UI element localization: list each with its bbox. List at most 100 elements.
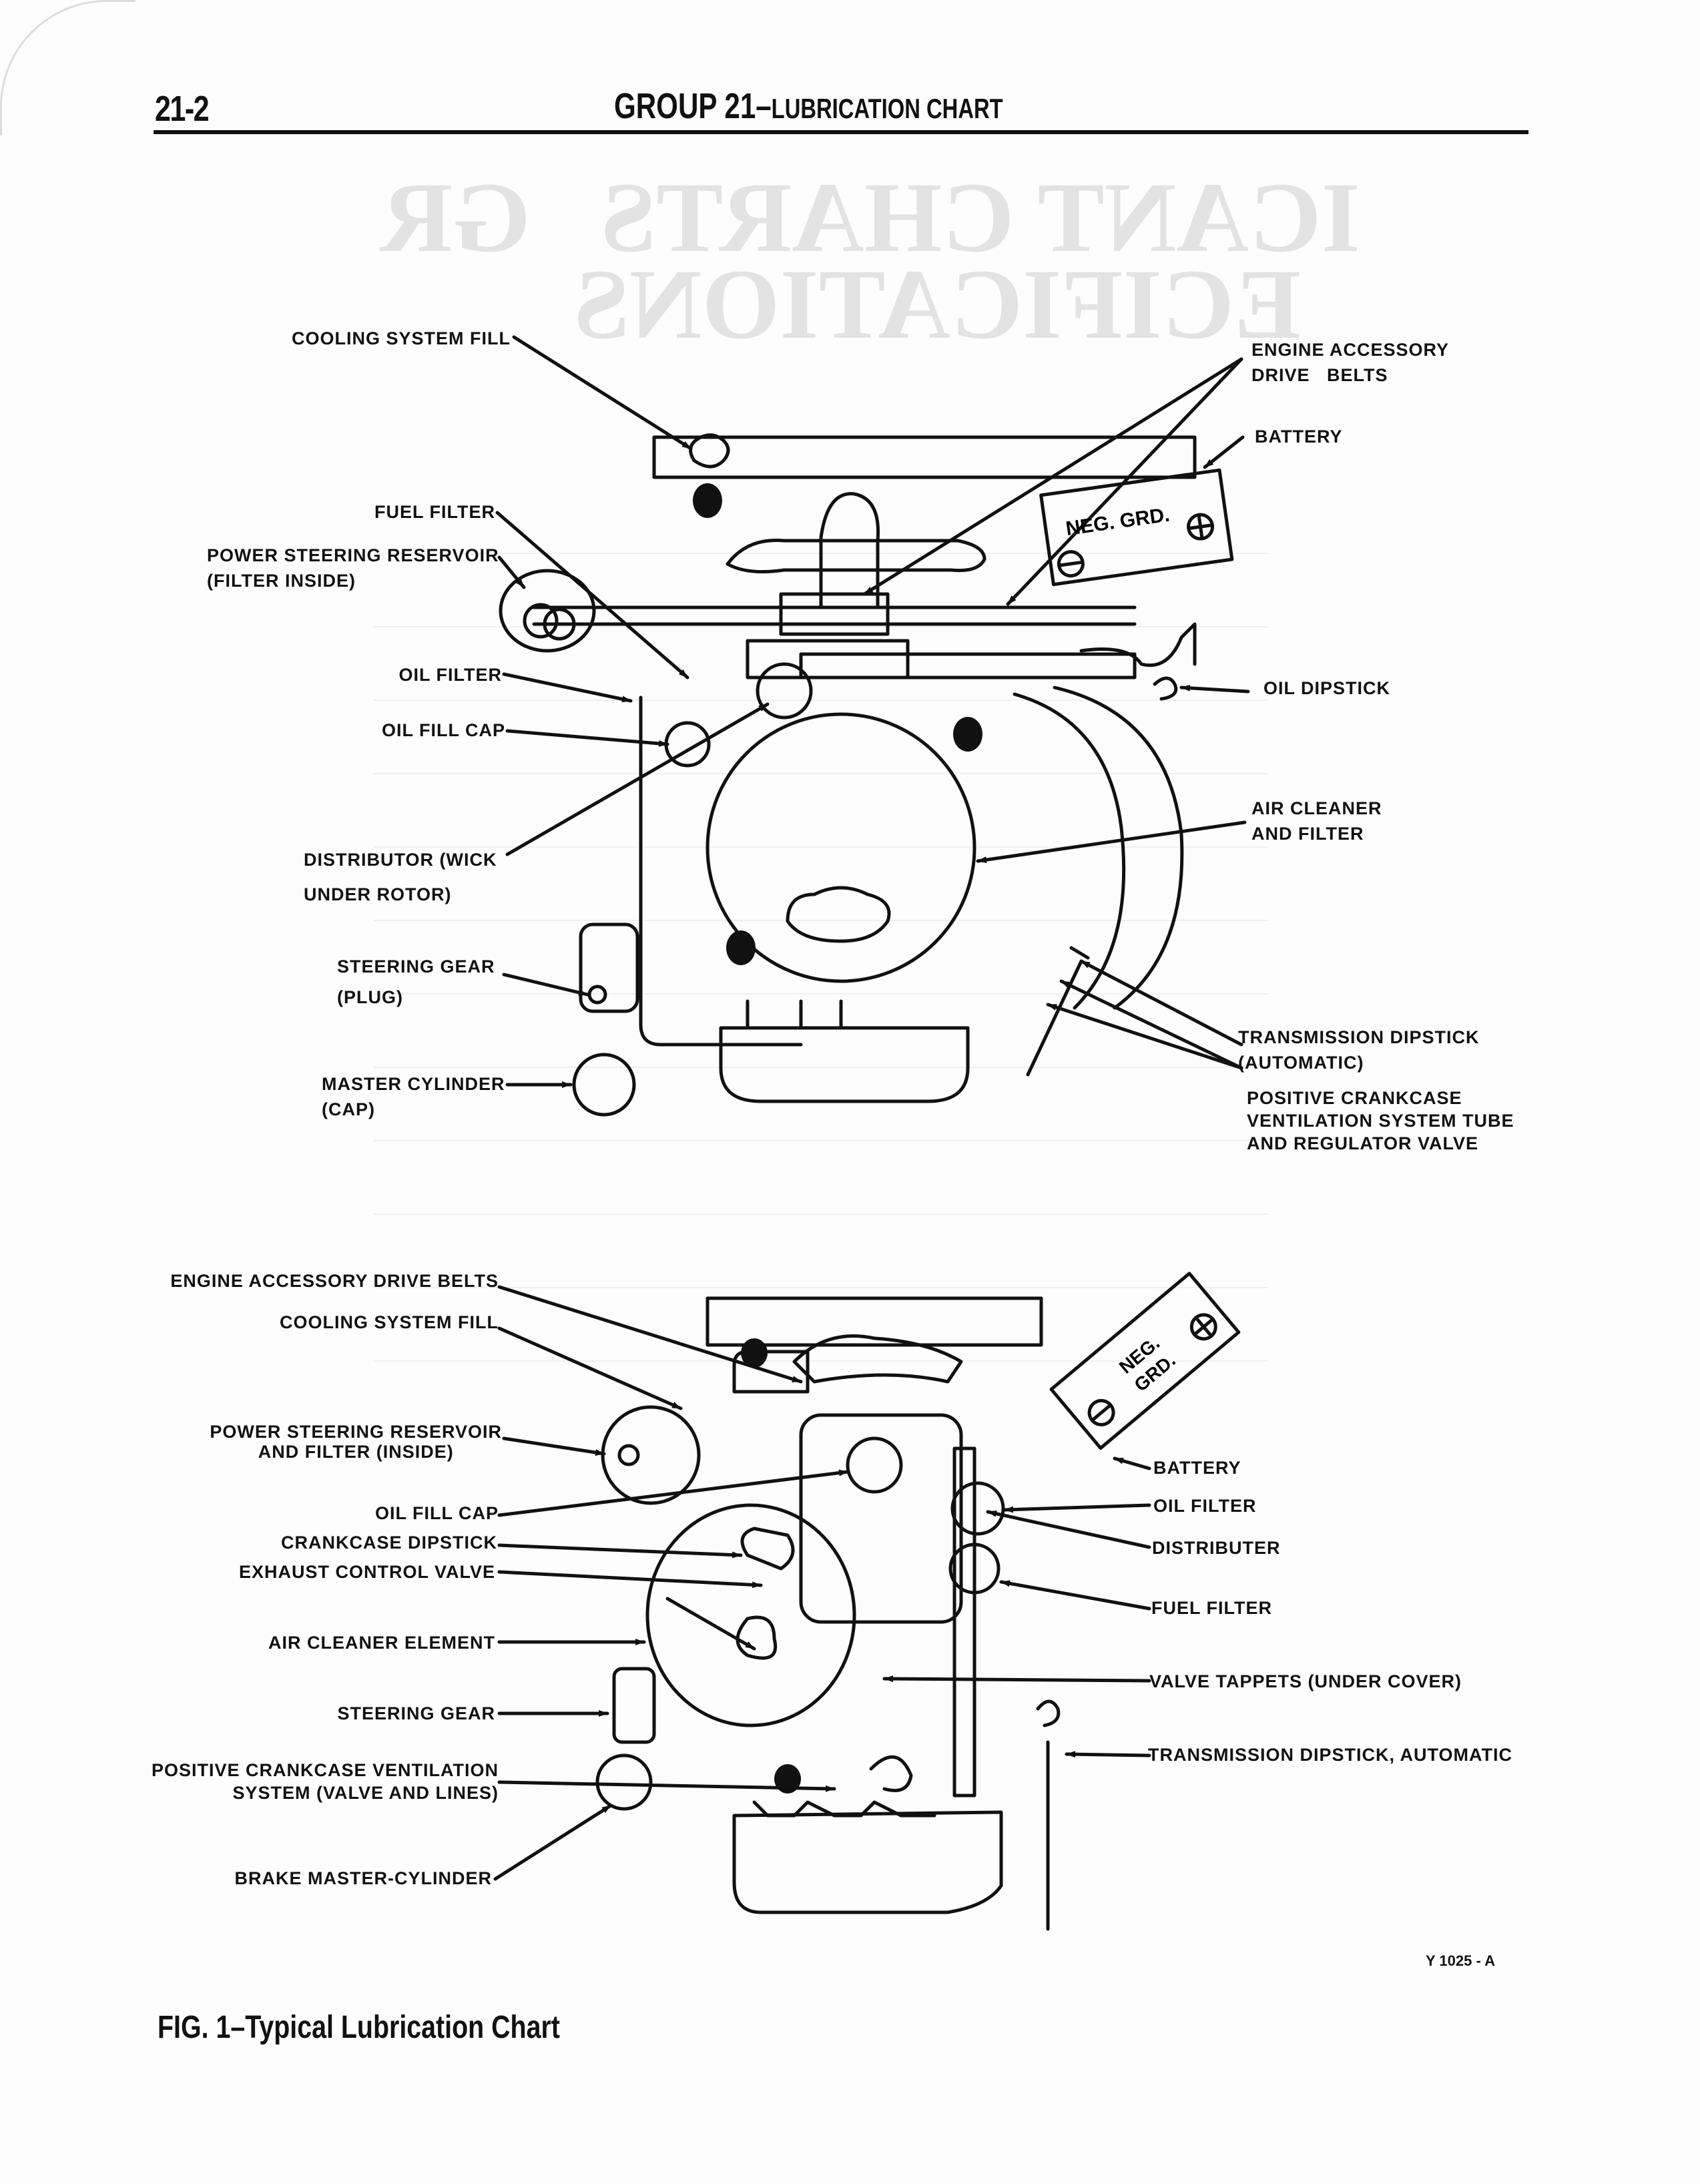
label-top-steering-gear: STEERING GEAR (PLUG) [337, 951, 495, 1013]
label-bottom-fuel-filter: FUEL FILTER [1151, 1598, 1272, 1618]
label-bottom-distributer: DISTRIBUTER [1152, 1538, 1281, 1558]
label-line: (AUTOMATIC) [1238, 1053, 1364, 1073]
radiator-cap [689, 433, 730, 469]
label-line: (PLUG) [337, 987, 403, 1007]
label-top-cooling-system-fill: COOLING SYSTEM FILL [292, 328, 511, 348]
fan-shroud [792, 1334, 963, 1384]
label-line: SYSTEM (VALVE AND LINES) [232, 1783, 499, 1803]
label-top-transmission-dipstick: TRANSMISSION DIPSTICK (AUTOMATIC) [1238, 1025, 1480, 1075]
label-top-power-steering-reservoir: POWER STEERING RESERVOIR (FILTER INSIDE) [207, 543, 499, 593]
label-bottom-brake-master-cylinder: BRAKE MASTER-CYLINDER [234, 1868, 492, 1888]
master-cylinder-shape [572, 1053, 636, 1117]
steering-gear-shape [612, 1667, 656, 1744]
exhaust-valve [740, 1527, 795, 1571]
fan-pulley [779, 592, 890, 636]
top-battery-label: NEG. GRD. [1065, 504, 1171, 540]
label-line: AND REGULATOR VALVE [1247, 1133, 1479, 1153]
label-top-oil-fill-cap: OIL FILL CAP [381, 720, 505, 740]
group-title-dash: – [756, 86, 772, 126]
top-leader-lines [495, 335, 1250, 1088]
valve-cover-side [952, 1446, 976, 1798]
label-bottom-engine-accessory-drive-belts: ENGINE ACCESSORY DRIVE BELTS [170, 1271, 499, 1291]
label-line: POSITIVE CRANKCASE [1247, 1088, 1462, 1108]
page-header-title: GROUP 21–LUBRICATION CHART [614, 85, 1003, 127]
power-steering-cap [523, 603, 559, 639]
label-top-air-cleaner: AIR CLEANER AND FILTER [1251, 796, 1382, 846]
label-bottom-power-steering-reservoir: POWER STEERING RESERVOIR AND FILTER (INS… [210, 1422, 502, 1462]
lube-point-dot [953, 717, 982, 752]
fuel-filter-shape [948, 1543, 1001, 1595]
engine-block [799, 1413, 963, 1624]
label-line: STEERING GEAR [337, 957, 495, 977]
label-bottom-oil-fill-cap: OIL FILL CAP [374, 1503, 499, 1523]
oil-pan [719, 1026, 970, 1103]
air-cleaner-shape [645, 1503, 856, 1727]
label-line: TRANSMISSION DIPSTICK [1238, 1027, 1480, 1047]
power-steering-reservoir-shape [601, 1405, 701, 1505]
label-line: AND FILTER (INSIDE) [258, 1442, 454, 1462]
label-bottom-battery: BATTERY [1153, 1458, 1241, 1478]
bleed-through-table [374, 481, 1268, 1415]
label-line: (CAP) [322, 1099, 375, 1119]
brake-master-cylinder-shape [595, 1753, 653, 1811]
steering-gear-box [579, 922, 639, 1013]
label-top-master-cylinder: MASTER CYLINDER (CAP) [322, 1071, 505, 1122]
label-line: MASTER CYLINDER [322, 1074, 505, 1094]
figure-id: Y 1025 - A [1426, 1952, 1495, 1969]
fan-blade [726, 538, 986, 574]
label-line: AND FILTER [1251, 824, 1364, 844]
label-line: DRIVE BELTS [1251, 365, 1388, 385]
label-bottom-crankcase-dipstick: CRANKCASE DIPSTICK [280, 1533, 497, 1553]
label-top-engine-accessory-drive-belts: ENGINE ACCESSORY DRIVE BELTS [1251, 337, 1449, 388]
intake-manifold [799, 652, 1137, 679]
label-line: AIR CLEANER [1251, 798, 1382, 818]
group-title-main: GROUP 21 [614, 86, 756, 126]
oil-fill-cap-shape [846, 1436, 903, 1494]
oil-filter-shape [950, 1481, 1005, 1536]
oil-dipstick-loop [1153, 676, 1178, 701]
label-top-fuel-filter: FUEL FILTER [374, 502, 495, 522]
label-top-distributor: DISTRIBUTOR (WICK UNDER ROTOR) [304, 842, 497, 912]
label-bottom-cooling-system-fill: COOLING SYSTEM FILL [280, 1312, 499, 1332]
radiator-top [705, 1296, 1043, 1347]
label-line: ENGINE ACCESSORY [1251, 340, 1450, 360]
radiator-top-tank [652, 435, 1197, 479]
label-line: VENTILATION SYSTEM TUBE [1247, 1111, 1514, 1131]
label-bottom-pcv: POSITIVE CRANKCASE VENTILATION SYSTEM (V… [152, 1759, 499, 1804]
transmission-dipstick-shape [1036, 1699, 1061, 1931]
transmission-dipstick-shape [1026, 946, 1090, 1077]
label-top-oil-dipstick: OIL DIPSTICK [1263, 678, 1391, 698]
label-bottom-steering-gear: STEERING GEAR [337, 1703, 495, 1723]
distributor-cap [756, 662, 813, 720]
lube-point-dot [693, 483, 722, 518]
engine-block-left [639, 696, 803, 1047]
fan-hub [819, 492, 880, 609]
label-top-pcv: POSITIVE CRANKCASE VENTILATION SYSTEM TU… [1247, 1087, 1514, 1155]
group-title-sub: LUBRICATION CHART [771, 93, 1003, 124]
header-rule [154, 130, 1528, 134]
air-cleaner [705, 712, 976, 983]
valve-cover [746, 639, 910, 679]
bottom-leader-lines [493, 1285, 1151, 1881]
exhaust-pipe-2 [1053, 686, 1184, 1010]
label-line: POSITIVE CRANKCASE VENTILATION [151, 1760, 499, 1780]
bottom-battery [1049, 1272, 1241, 1450]
label-top-battery: BATTERY [1255, 427, 1343, 447]
top-engine-drawing [499, 433, 1234, 1117]
label-line: (FILTER INSIDE) [207, 571, 356, 591]
label-line: POWER STEERING RESERVOIR [210, 1422, 502, 1442]
label-bottom-air-cleaner-element: AIR CLEANER ELEMENT [268, 1633, 495, 1653]
carburetor-cutaway [786, 886, 891, 943]
pcv-valve-shape [869, 1755, 913, 1792]
page-number: 21-2 [155, 89, 210, 129]
label-bottom-valve-tappets: VALVE TAPPETS (UNDER COVER) [1149, 1671, 1462, 1691]
figure-caption: FIG. 1–Typical Lubrication Chart [158, 2010, 560, 2045]
power-steering-reservoir-box [732, 1350, 810, 1394]
top-battery [1039, 468, 1234, 587]
oil-dipstick-tube [1079, 622, 1197, 667]
exhaust-pipe-1 [1013, 692, 1126, 1010]
oil-pan-bottom [732, 1810, 1003, 1914]
label-bottom-oil-filter: OIL FILTER [1153, 1496, 1257, 1516]
